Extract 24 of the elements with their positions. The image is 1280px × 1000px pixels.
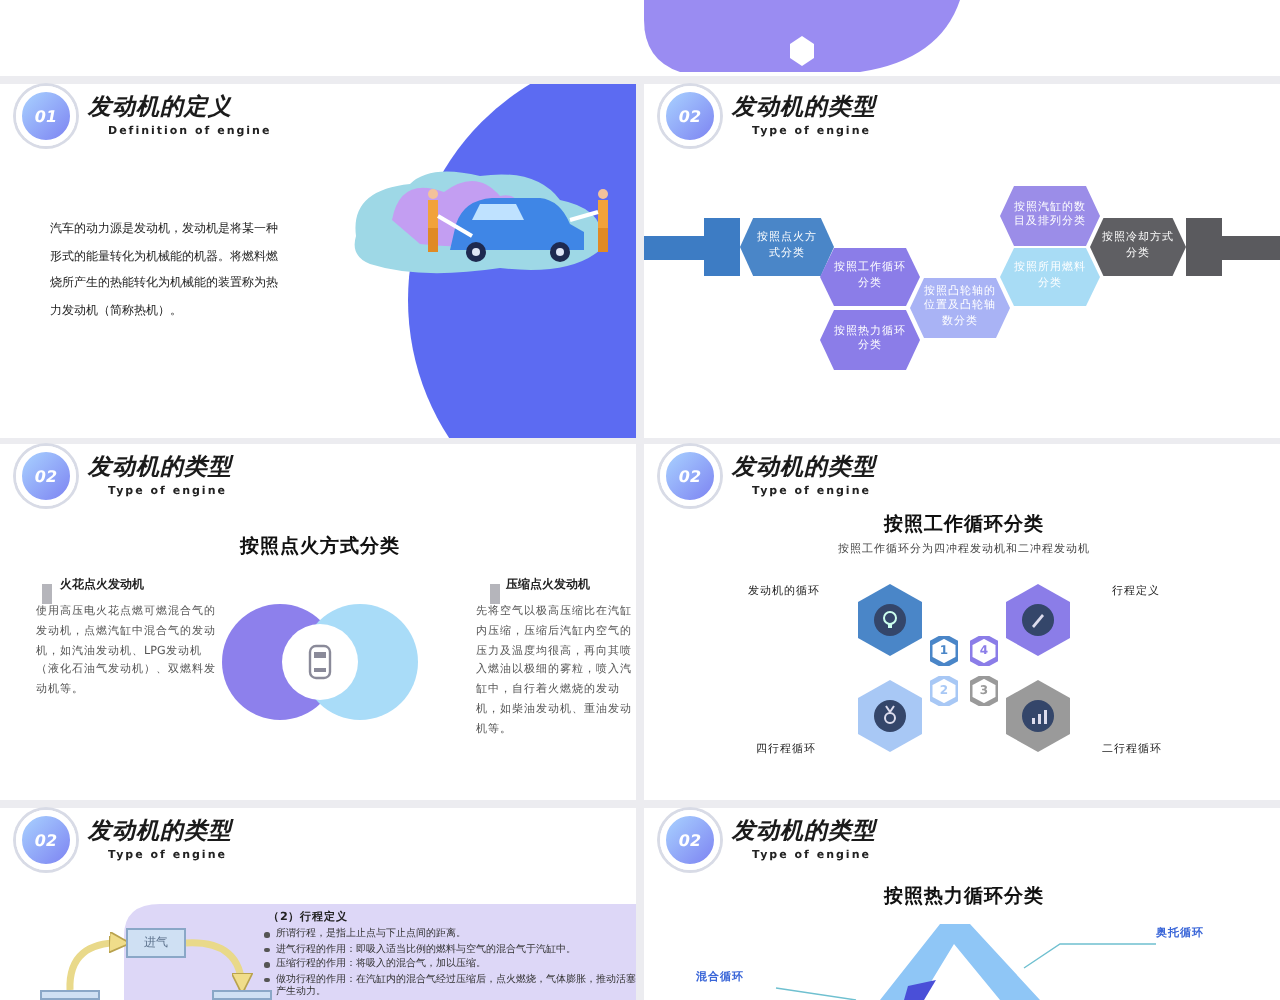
hexagon-shape: [858, 680, 922, 752]
box-shape: [40, 990, 100, 1000]
badge-circle: 02: [660, 86, 720, 146]
badge-circle: 02: [16, 810, 76, 870]
hexagon-shape: [1006, 680, 1070, 752]
box-shape: [212, 990, 272, 1000]
section-heading: 按照点火方式分类: [237, 536, 402, 561]
section-heading: 按照工作循环分类: [881, 514, 1046, 539]
slide-title: 发动机的类型: [88, 452, 236, 482]
hexagon-shape: [1006, 584, 1070, 656]
cycle-arrow: [185, 939, 253, 996]
badge-circle: 02: [660, 446, 720, 506]
leader-line: [1023, 943, 1157, 969]
badge-circle: 01: [16, 86, 76, 146]
slide-title: 发动机的类型: [88, 816, 236, 846]
badge-circle: 02: [660, 810, 720, 870]
section-heading: 按照热力循环分类: [881, 886, 1046, 911]
slide-title: 发动机的类型: [732, 452, 880, 482]
slide-title: 发动机的定义: [88, 92, 234, 122]
slide-title: 发动机的类型: [732, 816, 880, 846]
hexagon-shape: [858, 584, 922, 656]
badge-circle: 02: [16, 446, 76, 506]
slide-title: 发动机的类型: [732, 92, 880, 122]
leader-line: [775, 987, 857, 1000]
